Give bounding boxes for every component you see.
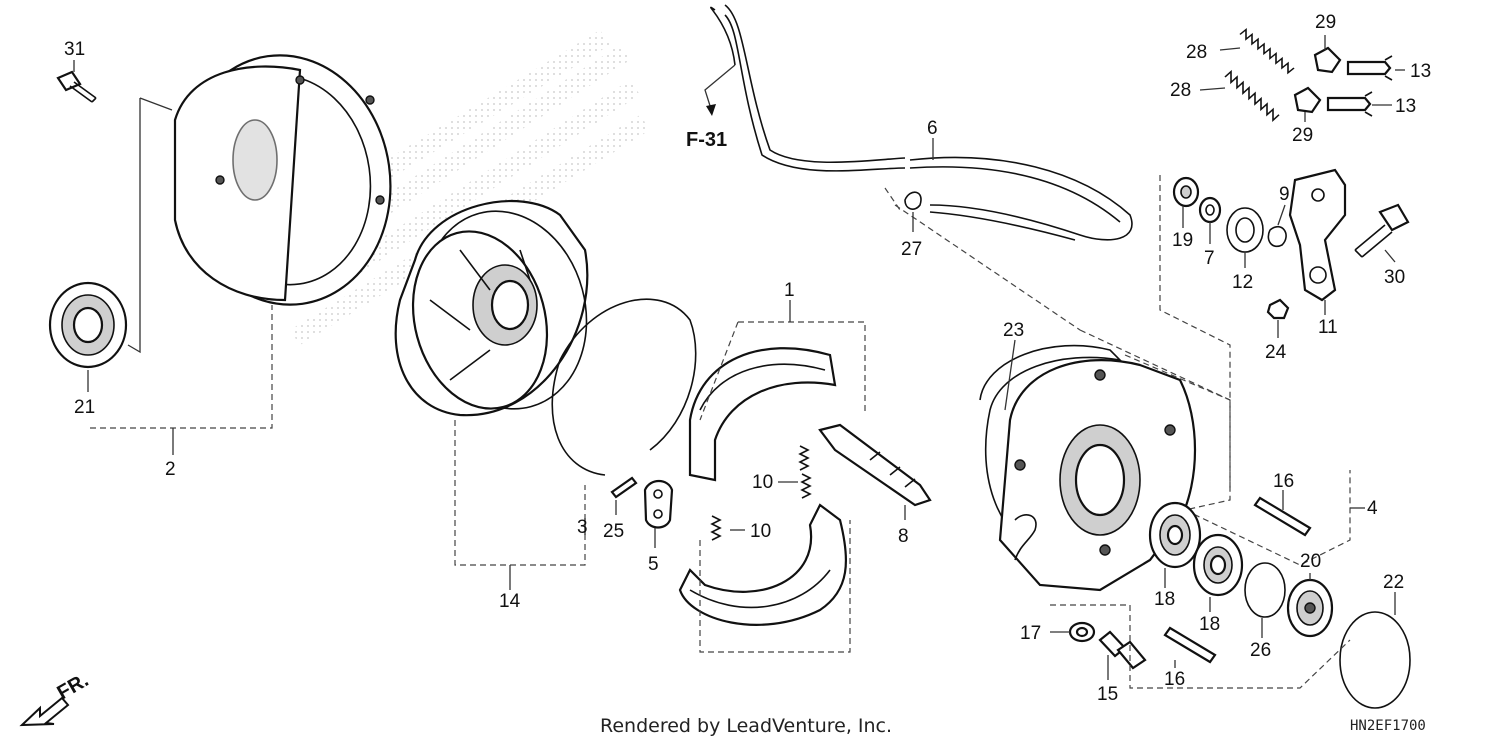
callout-2[interactable]: 2	[165, 459, 176, 480]
leader-lines	[73, 35, 1405, 689]
callout-18-left[interactable]: 18	[1154, 589, 1175, 610]
part-11-brake-arm[interactable]	[1288, 168, 1347, 302]
diagram-code: HN2EF1700	[1350, 718, 1426, 734]
callout-17[interactable]: 17	[1020, 623, 1041, 644]
part-13-pin-lower[interactable]	[1326, 91, 1373, 117]
callout-22[interactable]: 22	[1383, 572, 1404, 593]
part-10-spring-lower[interactable]	[710, 515, 722, 541]
part-16-stud-lower[interactable]	[1163, 626, 1217, 664]
part-25-pin[interactable]	[610, 476, 638, 499]
callout-5[interactable]: 5	[648, 554, 659, 575]
front-direction-arrow-icon: FR.	[19, 669, 92, 727]
callout-16-lower[interactable]: 16	[1164, 669, 1185, 690]
part-22-o-ring[interactable]	[1339, 611, 1411, 709]
callout-13-upper[interactable]: 13	[1410, 61, 1431, 82]
part-21-oil-seal[interactable]	[48, 281, 128, 369]
part-2-drum-cover[interactable]	[164, 42, 407, 319]
part-27-clip[interactable]	[904, 191, 922, 210]
part-3-retaining-ring[interactable]	[551, 298, 697, 476]
callout-4[interactable]: 4	[1367, 498, 1378, 519]
callout-9[interactable]: 9	[1279, 184, 1290, 205]
callout-10-upper[interactable]: 10	[752, 472, 773, 493]
callout-1[interactable]: 1	[784, 280, 795, 301]
part-18-bearing-right[interactable]	[1192, 533, 1244, 597]
callout-7[interactable]: 7	[1204, 248, 1215, 269]
part-28-spring-upper[interactable]	[1239, 28, 1295, 75]
part-9-clip[interactable]	[1267, 225, 1287, 248]
callout-29-upper[interactable]: 29	[1315, 12, 1336, 33]
callout-12[interactable]: 12	[1232, 272, 1253, 293]
callout-labels: 31 21 2 3 25 5 14 1 10 10 8 6 27 23 4 16…	[64, 12, 1431, 705]
callout-21[interactable]: 21	[74, 397, 95, 418]
callout-11[interactable]: 11	[1318, 317, 1338, 338]
callout-23[interactable]: 23	[1003, 320, 1024, 341]
callout-28-lower[interactable]: 28	[1170, 80, 1191, 101]
part-31-bolt[interactable]	[56, 70, 97, 103]
callout-26[interactable]: 26	[1250, 640, 1271, 661]
part-4-bracket-outline	[1124, 354, 1351, 566]
part-29-joint-upper[interactable]	[1313, 46, 1342, 74]
part-5-plate[interactable]	[643, 479, 674, 529]
part-7-washer[interactable]	[1198, 196, 1222, 224]
part-17-washer[interactable]	[1068, 621, 1096, 643]
callout-13-lower[interactable]: 13	[1395, 96, 1416, 117]
callout-31[interactable]: 31	[64, 39, 85, 60]
callout-19[interactable]: 19	[1172, 230, 1193, 251]
part-1-brake-shoes[interactable]	[678, 347, 848, 626]
part-6-breather-tube[interactable]	[704, 4, 1133, 241]
part-14-brake-drum[interactable]	[394, 193, 608, 428]
callout-25[interactable]: 25	[603, 521, 624, 542]
part-23-brake-panel[interactable]	[979, 344, 1197, 592]
callout-16-upper[interactable]: 16	[1273, 471, 1294, 492]
reference-label-f31[interactable]: F-31	[686, 129, 727, 151]
callout-10-lower[interactable]: 10	[750, 521, 771, 542]
part-24-nut[interactable]	[1266, 298, 1290, 320]
callout-29-lower[interactable]: 29	[1292, 125, 1313, 146]
part-16-stud-upper[interactable]	[1253, 496, 1312, 537]
callout-28-upper[interactable]: 28	[1186, 42, 1207, 63]
callout-30[interactable]: 30	[1384, 267, 1405, 288]
part-29-joint-lower[interactable]	[1293, 86, 1322, 114]
part-10-spring-upper[interactable]	[798, 445, 812, 499]
callout-8[interactable]: 8	[898, 526, 909, 547]
callout-27[interactable]: 27	[901, 239, 922, 260]
callout-24[interactable]: 24	[1265, 342, 1287, 363]
callout-18-right[interactable]: 18	[1199, 614, 1220, 635]
callout-14[interactable]: 14	[499, 591, 521, 612]
part-19-washer[interactable]	[1172, 176, 1200, 208]
part-13-pin-upper[interactable]	[1346, 55, 1393, 81]
render-credit: Rendered by LeadVenture, Inc.	[600, 715, 892, 737]
part-30-bolt[interactable]	[1354, 203, 1410, 258]
part-8-brake-cam[interactable]	[818, 423, 932, 507]
callout-6[interactable]: 6	[927, 118, 938, 139]
part-15-bolt[interactable]	[1098, 630, 1147, 670]
part-28-spring-lower[interactable]	[1224, 69, 1280, 122]
part-18-bearing-left[interactable]	[1148, 501, 1202, 569]
callout-3[interactable]: 3	[577, 517, 588, 538]
callout-20[interactable]: 20	[1300, 551, 1321, 572]
part-20-seal[interactable]	[1286, 578, 1334, 638]
callout-15[interactable]: 15	[1097, 684, 1118, 705]
part-26-snap-ring[interactable]	[1244, 562, 1286, 618]
part-12-return-spring[interactable]	[1226, 207, 1264, 253]
